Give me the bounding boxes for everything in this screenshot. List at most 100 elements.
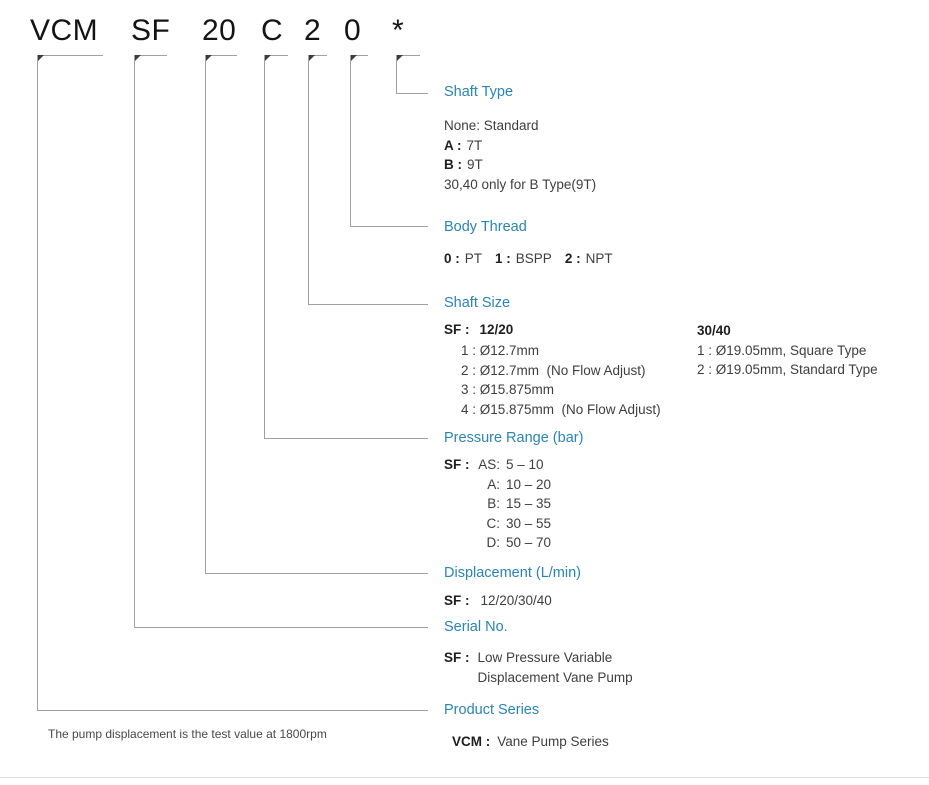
option-key: A : (444, 137, 462, 153)
section-label-pressure-range: Pressure Range (bar) (444, 430, 584, 446)
section-label-product-series: Product Series (444, 702, 540, 718)
sf-key: SF : (444, 650, 470, 665)
option-value: None: Standard (444, 118, 539, 133)
displacement-detail: SF : 12/20/30/40 (444, 591, 552, 611)
sf-key: SF : (444, 322, 470, 337)
pressure-key: B: (487, 496, 500, 511)
model-code-segment-2: 2 (304, 14, 322, 47)
shaft-size-item: 1 : Ø12.7mm (461, 343, 540, 358)
shaft-size-col2-heading: 30/40 (697, 323, 731, 338)
bracket-line (350, 55, 368, 56)
serial-no-detail: SF : Low Pressure Variable Displacement … (444, 648, 633, 688)
option-value: BSPP (515, 251, 552, 266)
connector-vertical-shaft-size (308, 55, 309, 304)
bracket-line (396, 55, 420, 56)
shaft-size-col2: 30/40 1 : Ø19.05mm, Square Type 2 : Ø19.… (697, 321, 878, 380)
footnote: The pump displacement is the test value … (48, 727, 327, 741)
option-value: 9T (467, 157, 483, 172)
model-code-segment-c: C (261, 14, 284, 47)
section-label-body-thread: Body Thread (444, 219, 527, 235)
product-series-detail: VCM : Vane Pump Series (452, 732, 609, 752)
bracket-line (205, 55, 237, 56)
model-code-segment-star: * (392, 14, 405, 47)
sf-key: SF : (444, 457, 470, 472)
connector-horizontal-shaft-size (308, 304, 428, 305)
option-key: 1 : (495, 251, 511, 266)
pressure-value: 5 – 10 (506, 457, 544, 472)
section-label-shaft-size: Shaft Size (444, 295, 511, 311)
serial-no-value-line1: Low Pressure Variable (477, 650, 613, 665)
bracket-line (264, 55, 288, 56)
section-label-shaft-type: Shaft Type (444, 84, 514, 100)
connector-vertical-pressure-range (264, 55, 265, 438)
connector-vertical-shaft-type (396, 55, 397, 93)
option-value: NPT (585, 251, 613, 266)
pressure-key: AS: (478, 457, 500, 472)
connector-vertical-product-series (37, 55, 38, 710)
bracket-line (37, 55, 103, 56)
connector-vertical-displacement (205, 55, 206, 573)
shaft-size-sf-heading: SF : 12/20 (444, 320, 513, 340)
connector-horizontal-serial-no (134, 627, 428, 628)
corner-notch (264, 55, 271, 62)
connector-vertical-serial-no (134, 55, 135, 627)
corner-notch (134, 55, 141, 62)
pressure-value: 10 – 20 (506, 476, 552, 492)
body-thread-option: 0 : PT (444, 249, 482, 269)
shaft-size-col1-heading: 12/20 (479, 322, 514, 337)
product-series-value: Vane Pump Series (497, 734, 609, 749)
shaft-size-item: 3 : Ø15.875mm (461, 382, 555, 397)
shaft-type-line: None: Standard (444, 116, 596, 136)
pressure-range-table: SF : AS: 5 – 10 A: 10 – 20 B: 15 – 35 C: 30 –… (444, 455, 551, 553)
bracket-line (134, 55, 167, 56)
corner-notch (350, 55, 357, 62)
bottom-divider (0, 777, 929, 778)
pressure-key: C: (486, 515, 501, 531)
serial-no-value-line2: Displacement Vane Pump (477, 670, 633, 685)
section-label-serial-no: Serial No. (444, 619, 508, 635)
shaft-type-line: 30,40 only for B Type(9T) (444, 175, 596, 195)
model-code-segment-vcm: VCM (30, 14, 99, 47)
shaft-size-item: 2 : Ø12.7mm (No Flow Adjust) (461, 362, 646, 378)
option-value: 7T (466, 137, 483, 153)
shaft-size-item: 2 : Ø19.05mm, Standard Type (697, 362, 878, 377)
option-key: 0 : (444, 251, 460, 266)
pressure-key: D: (486, 535, 501, 550)
model-code-segment-20: 20 (202, 14, 237, 47)
shaft-type-details: None: Standard A :7T B : 9T 30,40 only fo… (444, 116, 596, 194)
shaft-type-line: A :7T (444, 136, 596, 156)
pressure-value: 30 – 55 (506, 515, 552, 531)
option-key: B : (444, 157, 462, 172)
option-value: PT (464, 251, 483, 266)
displacement-value: 12/20/30/40 (480, 593, 552, 608)
option-value: 30,40 only for B Type(9T) (444, 176, 597, 192)
model-code-segment-sf: SF (131, 14, 171, 47)
connector-horizontal-body-thread (350, 226, 428, 227)
corner-notch (396, 55, 403, 62)
connector-horizontal-pressure-range (264, 438, 428, 439)
pressure-key: A: (487, 476, 500, 492)
corner-notch (205, 55, 212, 62)
pressure-range-row: SF : AS: 5 – 10 (444, 455, 551, 475)
pressure-range-row: D: 50 – 70 (444, 533, 552, 553)
connector-horizontal-product-series (37, 710, 428, 711)
corner-notch (37, 55, 44, 62)
body-thread-option: 2 :NPT (565, 249, 613, 269)
shaft-size-col1-items: 1 : Ø12.7mm 2 : Ø12.7mm (No Flow Adjust)… (461, 341, 661, 419)
corner-notch (308, 55, 315, 62)
body-thread-option: 1 : BSPP (495, 249, 552, 269)
serial-no-value: Low Pressure Variable Displacement Vane … (478, 648, 633, 688)
sf-key: SF : (444, 593, 470, 608)
model-code-segment-0: 0 (344, 14, 362, 47)
connector-horizontal-displacement (205, 573, 428, 574)
pressure-value: 50 – 70 (506, 535, 552, 550)
shaft-type-line: B : 9T (444, 155, 596, 175)
pressure-value: 15 – 35 (506, 496, 552, 511)
connector-vertical-body-thread (350, 55, 351, 226)
shaft-size-item: 4 : Ø15.875mm (No Flow Adjust) (461, 401, 661, 417)
pressure-range-row: A: 10 – 20 (444, 475, 551, 495)
bracket-line (308, 55, 327, 56)
body-thread-options: 0 : PT 1 : BSPP 2 :NPT (444, 249, 613, 269)
product-series-key: VCM : (452, 734, 491, 749)
